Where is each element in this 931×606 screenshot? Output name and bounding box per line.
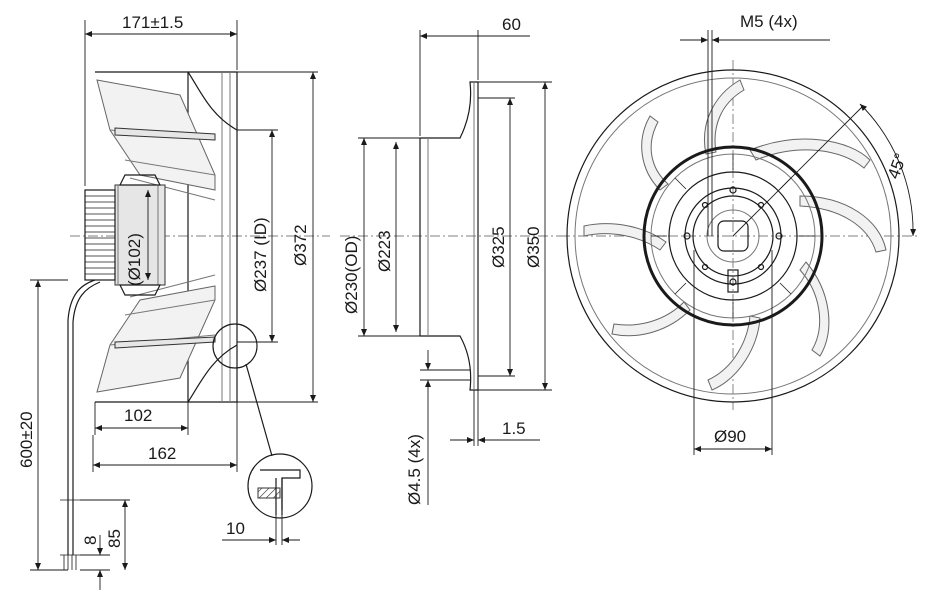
motor-fins: [85, 195, 115, 275]
impeller-blades: [583, 79, 887, 391]
depth-162-label: 162: [148, 444, 176, 463]
side-width-label: 171±1.5: [122, 13, 183, 32]
ring-od-label: Ø230(OD): [342, 236, 361, 314]
cable-length-label: 600±20: [17, 411, 36, 468]
ring-325-label: Ø325: [489, 226, 508, 268]
angle-label: 45°: [884, 151, 911, 182]
detail-section: [257, 469, 301, 515]
strip-8-label: 8: [81, 536, 100, 545]
holes-label: Ø4.5 (4x): [405, 434, 424, 505]
ring-width-label: 60: [502, 15, 521, 34]
ring-view: 60 Ø230(OD) Ø223 Ø325 Ø350 Ø4.5 (4x) 1.5: [340, 15, 560, 505]
side-view: 171±1.5 (Ø102) Ø237 (ID) Ø372 102 162 60…: [17, 13, 330, 590]
ring-inner-label: Ø223: [375, 230, 394, 272]
bolt-circle-label: Ø90: [714, 427, 746, 446]
detail-10-label: 10: [226, 519, 245, 538]
hub-diameter-label: (Ø102): [125, 233, 144, 286]
depth-102-label: 102: [124, 406, 152, 425]
inner-diameter-label: Ø237 (ID): [251, 217, 270, 292]
strip-85-label: 85: [105, 529, 124, 548]
front-view: M5 (4x) 45° Ø90: [560, 12, 920, 455]
thread-label: M5 (4x): [740, 12, 798, 31]
ring-350-label: Ø350: [524, 226, 543, 268]
thickness-label: 1.5: [502, 419, 526, 438]
outer-diameter-label: Ø372: [291, 224, 310, 266]
